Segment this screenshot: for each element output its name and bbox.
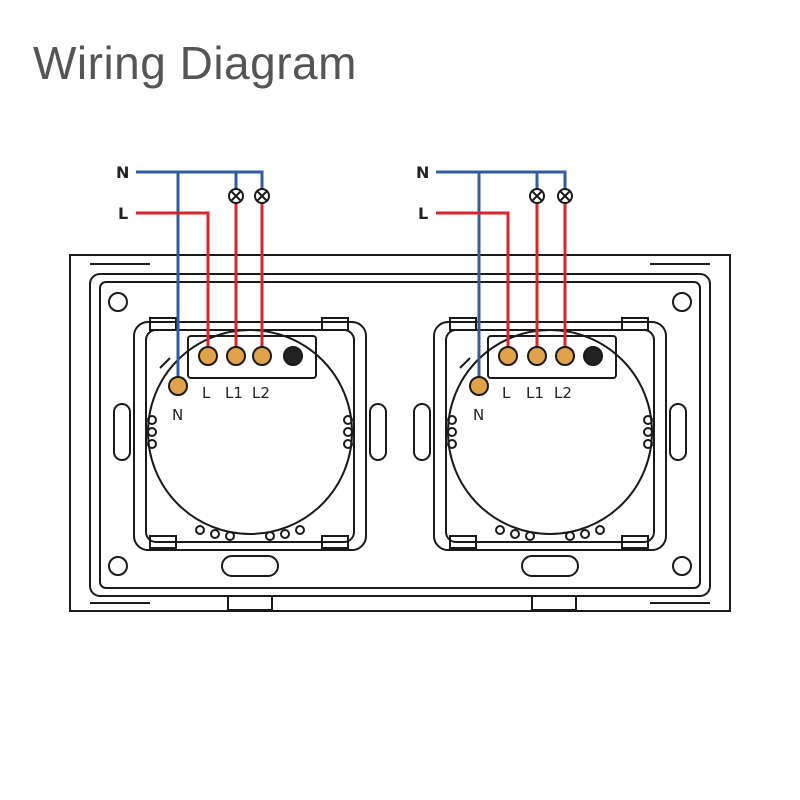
neutral-label-right: N <box>416 163 429 182</box>
terminal-l-right <box>498 346 518 366</box>
terminals <box>168 346 603 396</box>
terminal-l-left <box>198 346 218 366</box>
neutral-label-left: N <box>116 163 129 182</box>
lamp-icons <box>228 188 573 204</box>
terminal-label-l-left: L <box>202 384 211 402</box>
neutral-wire-right <box>436 170 567 194</box>
live-wire-left <box>136 211 210 354</box>
terminal-label-n-left: N <box>172 406 183 424</box>
lamp-icon-right-1 <box>529 188 545 204</box>
terminal-l2-right <box>555 346 575 366</box>
live-label-right: L <box>418 204 428 223</box>
lamp-icon-left-2 <box>254 188 270 204</box>
live-label-left: L <box>118 204 128 223</box>
wires-left <box>136 170 264 384</box>
lamp-icon-right-2 <box>557 188 573 204</box>
terminal-spare-left <box>283 346 303 366</box>
terminal-label-l1-left: L1 <box>225 384 243 402</box>
switch-module-right <box>413 317 687 577</box>
terminal-label-l2-left: L2 <box>252 384 270 402</box>
neutral-wire-left <box>136 170 264 194</box>
switch-panel <box>69 254 731 612</box>
live-wire-right <box>436 211 510 354</box>
terminal-l1-right <box>527 346 547 366</box>
terminal-label-l2-right: L2 <box>554 384 572 402</box>
terminal-n-right <box>469 376 489 396</box>
terminal-spare-right <box>583 346 603 366</box>
lamp-icon-left-1 <box>228 188 244 204</box>
switch-module-left <box>113 317 387 577</box>
terminal-label-l1-right: L1 <box>526 384 544 402</box>
wires-right <box>436 170 567 384</box>
terminal-label-l-right: L <box>502 384 511 402</box>
terminal-l1-left <box>226 346 246 366</box>
diagram-title: Wiring Diagram <box>33 37 357 89</box>
terminal-l2-left <box>252 346 272 366</box>
terminal-label-n-right: N <box>473 406 484 424</box>
terminal-n-left <box>168 376 188 396</box>
